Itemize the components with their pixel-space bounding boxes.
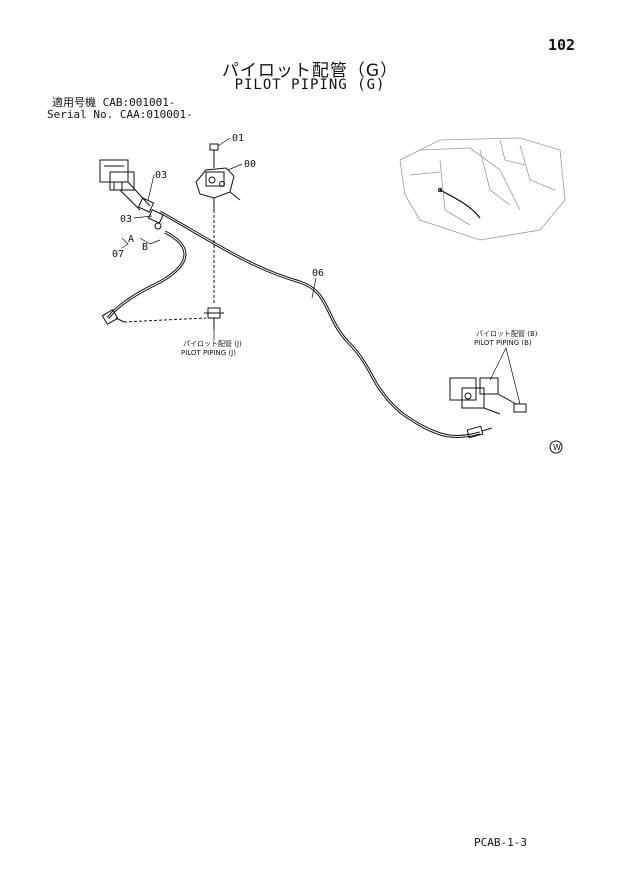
serial-number-range: Serial No. CAA:010001-: [47, 108, 193, 121]
machine-overview-sketch: [399, 137, 566, 241]
page-title-japanese: パイロット配管（G）: [221, 61, 399, 81]
hose-end-fitting: [466, 425, 493, 439]
page-title-english: PILOT PIPING (G): [234, 77, 386, 93]
callout-b: B: [142, 242, 148, 253]
callout-07: 07: [112, 249, 124, 260]
bolt-01: [209, 143, 219, 168]
note-pilot-piping-j-jp: パイロット配管 (J): [183, 339, 242, 348]
connector-fitting-03: [137, 197, 164, 230]
overview-highlight-route: [437, 187, 481, 219]
callout-06: 06: [312, 268, 324, 279]
page-code: PCAB-1-3: [474, 836, 527, 849]
marker-w-label: W: [553, 443, 561, 452]
callout-03-upper: 03: [155, 170, 167, 181]
hose-end-left: [101, 308, 207, 326]
pilot-hose-loop: [106, 230, 187, 319]
pilot-valve-left: [99, 159, 151, 211]
leader-lines: [121, 137, 521, 405]
callout-01: 01: [232, 133, 244, 144]
callout-a: A: [128, 234, 134, 245]
marker-circle-w: [549, 440, 563, 454]
shuttle-valve-00: [195, 167, 241, 305]
note-pilot-piping-j-en: PILOT PIPING (J): [181, 349, 236, 357]
serial-applicable-units: 適用号機 CAB:001001-: [52, 96, 176, 109]
tee-fitting-j: [204, 307, 224, 330]
page-number: 102: [548, 36, 576, 54]
callout-00: 00: [244, 159, 256, 170]
callout-03-lower: 03: [120, 214, 132, 225]
pilot-hose-06: [159, 210, 481, 438]
note-pilot-piping-b-jp: パイロット配管 (B): [476, 329, 538, 338]
note-pilot-piping-b-en: PILOT PIPING (B): [474, 339, 532, 347]
